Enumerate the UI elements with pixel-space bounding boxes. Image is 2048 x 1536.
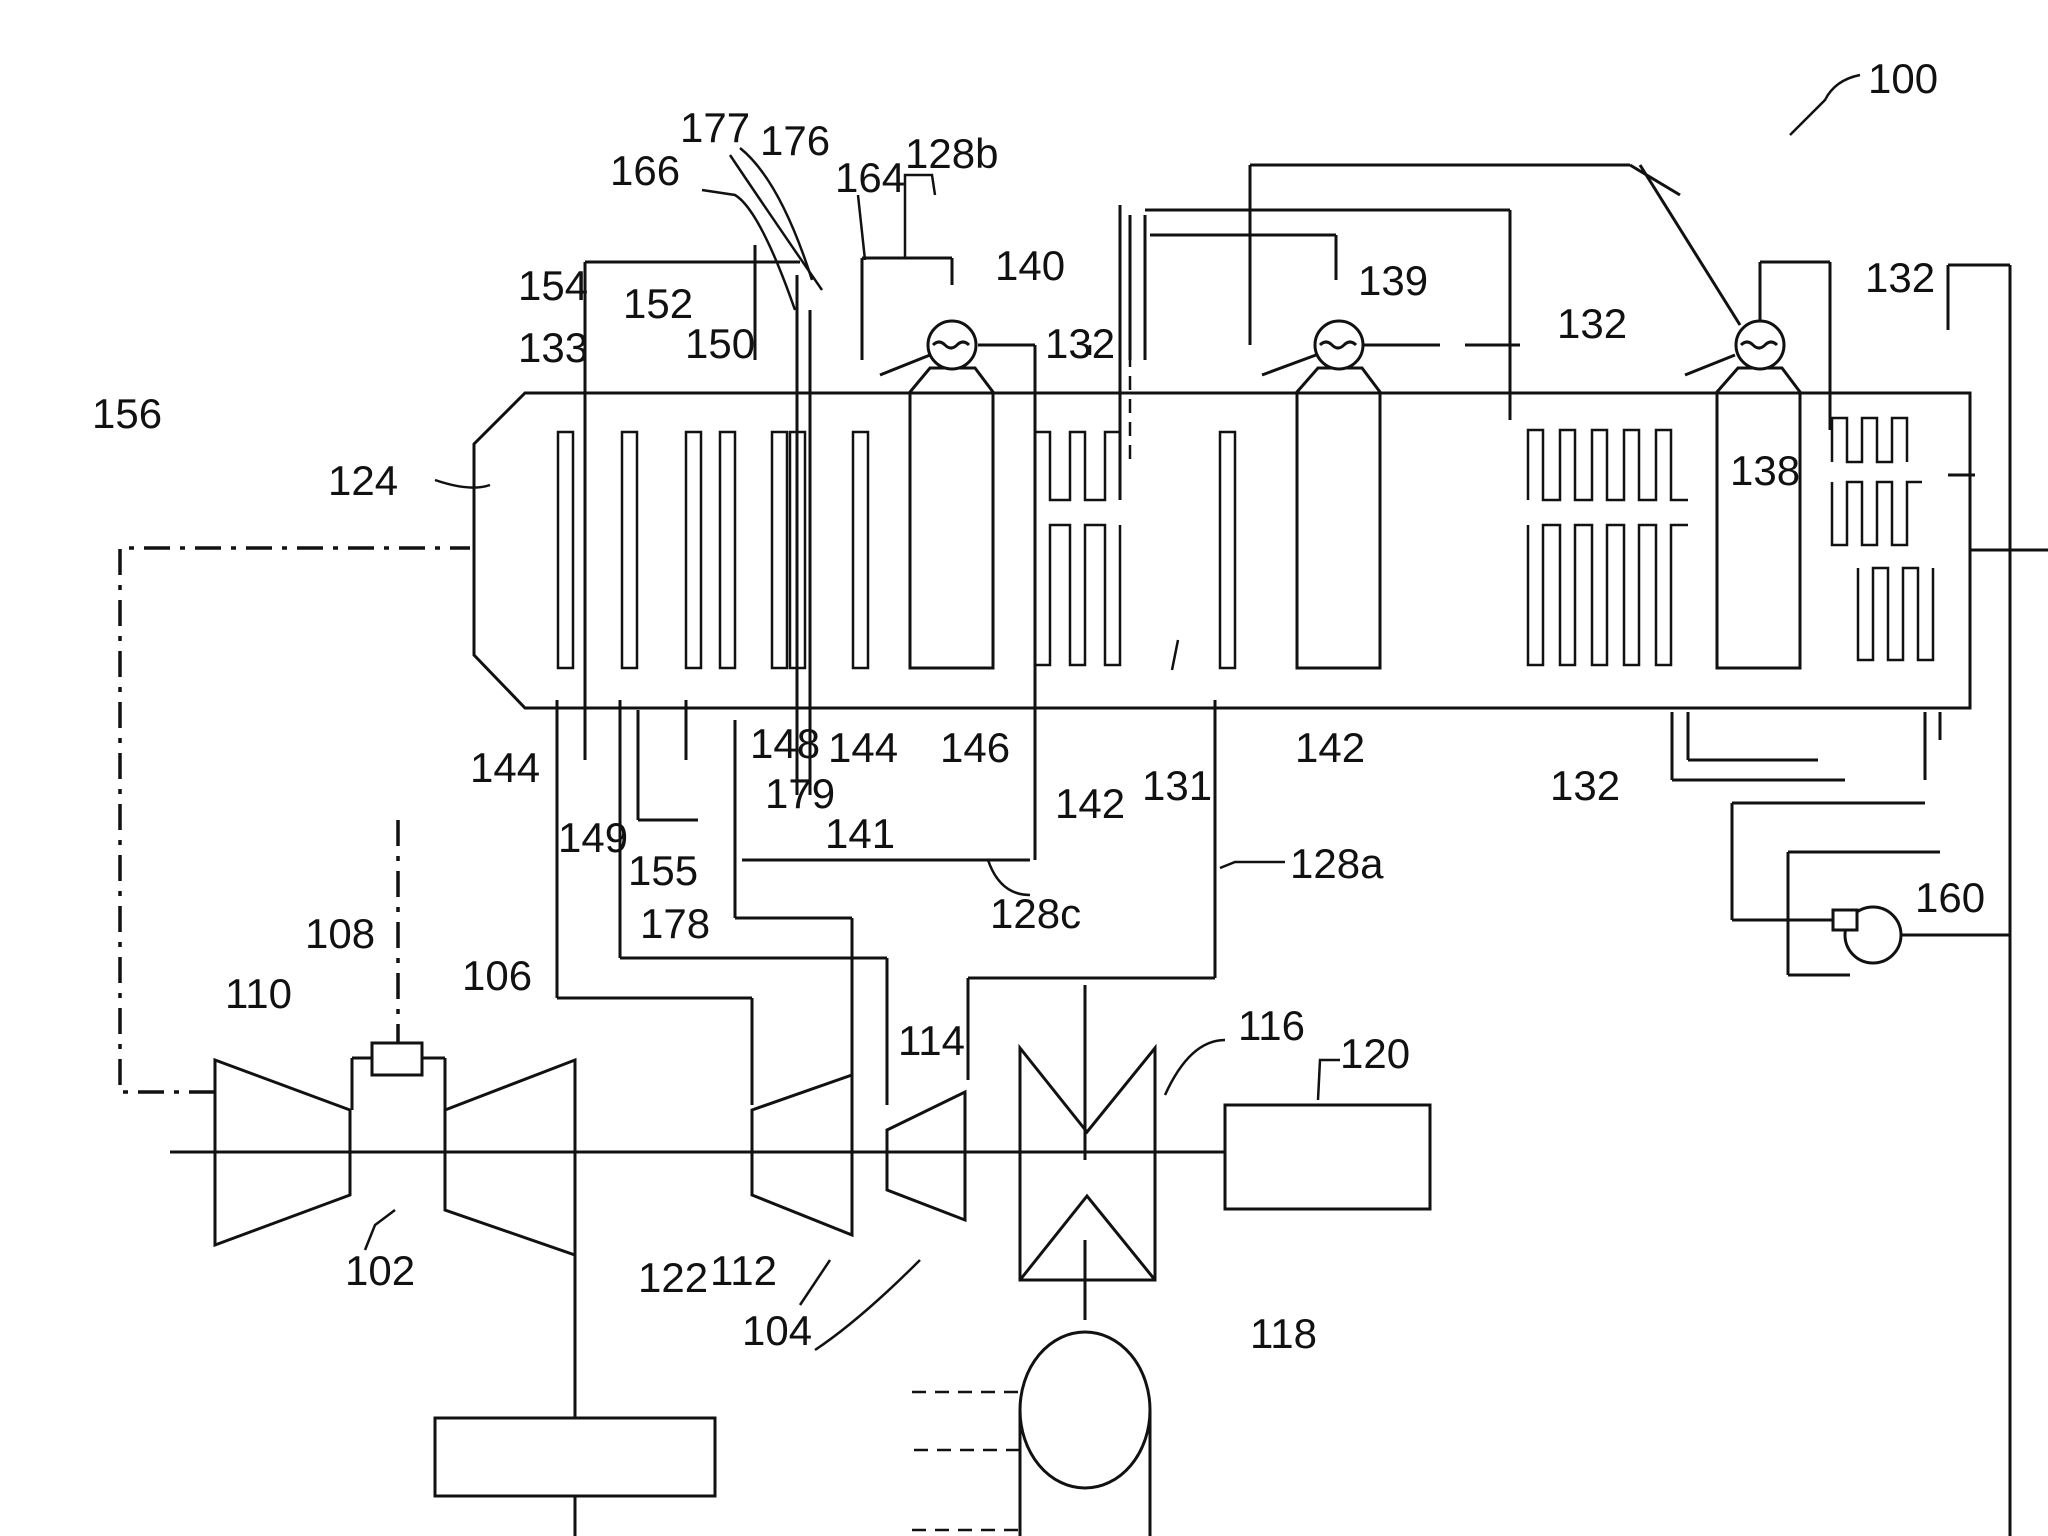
label-178: 178 xyxy=(640,900,710,947)
steam-drums xyxy=(908,319,1802,670)
label-150: 150 xyxy=(685,320,755,367)
label-146: 146 xyxy=(940,724,1010,771)
label-114: 114 xyxy=(898,1017,965,1064)
label-131: 131 xyxy=(1142,762,1212,809)
label-140: 140 xyxy=(995,242,1065,289)
label-120: 120 xyxy=(1340,1030,1410,1077)
label-139: 139 xyxy=(1358,257,1428,304)
label-164: 164 xyxy=(835,154,905,201)
label-148: 148 xyxy=(750,720,820,767)
label-106: 106 xyxy=(462,952,532,999)
label-141: 141 xyxy=(825,810,895,857)
gas-turbine xyxy=(213,1041,717,1498)
label-166: 166 xyxy=(610,147,680,194)
label-179: 179 xyxy=(765,770,835,817)
label-110: 110 xyxy=(225,970,292,1017)
label-132-c: 132 xyxy=(1550,762,1620,809)
label-142-a: 142 xyxy=(1055,780,1125,827)
piping xyxy=(170,163,2048,1536)
label-104: 104 xyxy=(742,1307,812,1354)
label-118: 118 xyxy=(1250,1310,1317,1357)
label-149: 149 xyxy=(558,814,628,861)
label-177: 177 xyxy=(680,104,750,151)
steam-turbines xyxy=(750,1043,1432,1490)
label-155: 155 xyxy=(628,847,698,894)
label-144-a: 144 xyxy=(470,744,540,791)
label-128b: 128b xyxy=(905,130,998,177)
condenser-lines xyxy=(912,1390,1152,1536)
label-138: 138 xyxy=(1730,447,1800,494)
label-100: 100 xyxy=(1868,55,1938,102)
label-156: 156 xyxy=(92,390,162,437)
label-116: 116 xyxy=(1238,1002,1305,1049)
label-102: 102 xyxy=(345,1247,415,1294)
label-108: 108 xyxy=(305,910,375,957)
label-128c: 128c xyxy=(990,890,1081,937)
label-160: 160 xyxy=(1915,874,1985,921)
label-132-b: 132 xyxy=(1557,300,1627,347)
label-112: 112 xyxy=(710,1247,777,1294)
label-133: 133 xyxy=(518,324,588,371)
label-128a: 128a xyxy=(1290,840,1384,887)
feed-pump-160 xyxy=(1831,905,1903,965)
hrsg-housing xyxy=(472,391,1972,710)
label-132-d: 132 xyxy=(1865,254,1935,301)
label-152: 152 xyxy=(623,280,693,327)
label-124: 124 xyxy=(328,457,398,504)
tube-bundles xyxy=(556,416,1935,670)
label-122: 122 xyxy=(638,1254,708,1301)
reference-labels: 100 102 104 106 108 110 112 114 116 118 … xyxy=(92,55,1985,1357)
label-176: 176 xyxy=(760,117,830,164)
label-142-b: 142 xyxy=(1295,724,1365,771)
label-144-b: 144 xyxy=(828,724,898,771)
leader-lines xyxy=(363,73,1861,1352)
label-154: 154 xyxy=(518,262,588,309)
exhaust-line-156 xyxy=(118,546,470,1094)
label-132-a: 132 xyxy=(1045,320,1115,367)
